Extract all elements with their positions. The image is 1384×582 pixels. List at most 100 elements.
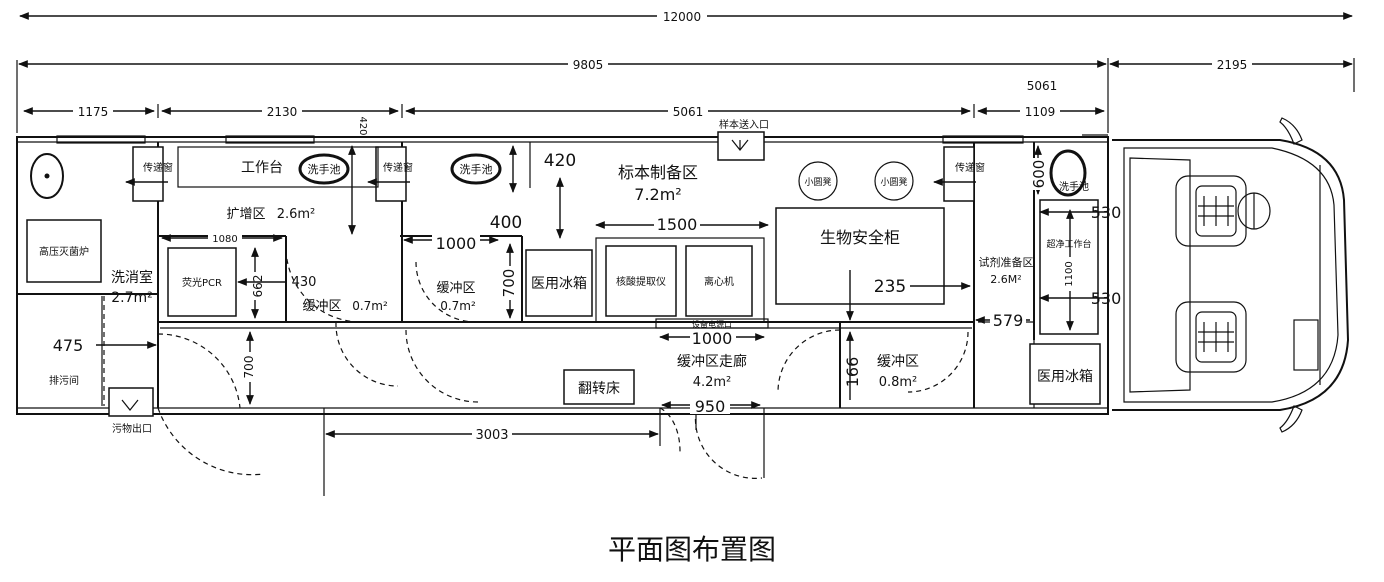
dim-662: 662 xyxy=(251,275,265,298)
room-sample-prep: 标本制备区 xyxy=(618,163,698,182)
room-washroom: 洗消室 xyxy=(111,269,153,286)
waste-outlet-label: 污物出口 xyxy=(112,422,152,435)
equip-outlet: 设备电源口 xyxy=(655,318,769,329)
room-washroom-area: 2.7m² xyxy=(111,290,153,306)
pcr-instrument: 荧光PCR xyxy=(167,247,237,317)
interior-dimensions: 420 420 400 1080 1000 1500 662 430 700 7… xyxy=(53,116,1122,405)
dim-seg2: 2130 xyxy=(267,105,298,119)
centrifuge-label: 离心机 xyxy=(704,275,734,288)
dim-579: 579 xyxy=(993,311,1024,330)
room-buffer-3-area: 0.8m² xyxy=(879,375,918,390)
dim-700b: 700 xyxy=(242,356,256,379)
stool-1: 小圆凳 xyxy=(798,161,838,201)
dim-1000b: 1000 xyxy=(692,329,733,348)
equip-outlet-label: 设备电源口 xyxy=(692,319,732,329)
fridge-1: 医用冰箱 xyxy=(525,249,593,317)
room-corridor: 缓冲区走廊 xyxy=(677,353,747,370)
seat-icon xyxy=(1175,175,1247,247)
toilet-icon xyxy=(30,153,64,199)
flip-bed: 翻转床 xyxy=(563,369,635,405)
sink-3-label: 洗手池 xyxy=(1059,180,1089,193)
clean-bench-label: 超净工作台 xyxy=(1046,238,1091,250)
dim-420-side: 420 xyxy=(357,116,368,135)
room-buffer-2-area: 0.7m² xyxy=(440,299,476,313)
dim-1100: 1100 xyxy=(1064,261,1075,286)
fridge-2: 医用冰箱 xyxy=(1029,343,1101,405)
autoclave-label: 高压灭菌炉 xyxy=(39,245,89,258)
dim-seg1: 1175 xyxy=(78,105,109,119)
sink-1: 洗手池 xyxy=(298,153,350,185)
room-buffer-1: 缓冲区 xyxy=(302,299,341,314)
dim-3003: 3003 xyxy=(475,428,508,443)
sink-1-label: 洗手池 xyxy=(308,162,341,176)
sample-inlet-label: 样本送入口 xyxy=(719,118,769,131)
dim-cab: 2195 xyxy=(1217,58,1248,72)
dim-475: 475 xyxy=(53,336,84,355)
truck-cab xyxy=(1112,117,1350,433)
pass-window-1-label: 传递窗 xyxy=(143,161,173,174)
dim-1500: 1500 xyxy=(657,215,698,234)
dim-seg3-top: 5061 xyxy=(1027,79,1058,93)
dimension-labels-top: 12000 9805 2195 1175 2130 5061 1109 5061 xyxy=(73,8,1252,119)
pass-window-3: 传递窗 xyxy=(933,146,985,202)
room-corridor-area: 4.2m² xyxy=(693,375,732,390)
caption: 平面图布置图 xyxy=(607,533,776,566)
centrifuge: 离心机 xyxy=(685,245,753,317)
sink-2: 洗手池 xyxy=(450,153,502,185)
pass-window-2: 传递窗 xyxy=(367,146,413,202)
extractor-label: 核酸提取仪 xyxy=(616,275,666,288)
room-buffer-1-area: 0.7m² xyxy=(352,299,388,313)
dim-1000a: 1000 xyxy=(436,234,477,253)
room-sample-prep-area: 7.2m² xyxy=(634,185,681,204)
room-reagent: 试剂准备区 xyxy=(979,255,1034,269)
stool-1-label: 小圆凳 xyxy=(804,177,831,188)
seat-icon xyxy=(1175,301,1247,373)
dim-420-top: 420 xyxy=(544,151,576,171)
dim-430: 430 xyxy=(292,275,317,290)
stool-2-label: 小圆凳 xyxy=(880,177,907,188)
workbench-label: 工作台 xyxy=(241,160,283,176)
biosafety-cabinet: 生物安全柜 xyxy=(775,207,945,305)
dimension-lines-bottom: 3003 950 xyxy=(325,397,761,443)
room-drain: 排污间 xyxy=(49,374,79,387)
sink-3: 洗手池 xyxy=(1049,149,1089,197)
room-reagent-area: 2.6M² xyxy=(990,273,1021,286)
pcr-label: 荧光PCR xyxy=(182,276,222,289)
pass-window-3-label: 传递窗 xyxy=(955,161,985,174)
dim-530b: 530 xyxy=(1091,289,1122,308)
extractor: 核酸提取仪 xyxy=(595,237,765,323)
pass-window-2-label: 传递窗 xyxy=(383,161,413,174)
dim-400: 400 xyxy=(490,213,522,233)
door-swings xyxy=(157,249,969,496)
stool-2: 小圆凳 xyxy=(874,161,914,201)
room-buffer-2: 缓冲区 xyxy=(436,281,475,296)
dim-950: 950 xyxy=(695,397,726,416)
biosafety-label: 生物安全柜 xyxy=(820,228,900,247)
dim-body: 9805 xyxy=(573,58,604,72)
fridge-2-label: 医用冰箱 xyxy=(1037,369,1093,385)
dim-1080: 1080 xyxy=(212,234,237,245)
fridge-1-label: 医用冰箱 xyxy=(531,276,587,292)
dim-total: 12000 xyxy=(663,10,701,24)
sink-2-label: 洗手池 xyxy=(460,162,493,176)
flip-bed-label: 翻转床 xyxy=(578,381,620,397)
dim-235: 235 xyxy=(874,277,906,297)
room-labels: 标本制备区 7.2m² 扩增区 2.6m² 洗消室 2.7m² 缓冲区 0.7m… xyxy=(49,163,1034,390)
dim-seg3: 5061 xyxy=(673,105,704,119)
steering-wheel-icon xyxy=(1237,192,1271,230)
dim-700a: 700 xyxy=(500,269,518,298)
room-expansion: 扩增区 xyxy=(226,207,265,222)
workbench: 工作台 xyxy=(177,146,379,188)
dim-530a: 530 xyxy=(1091,203,1122,222)
pass-window-1: 传递窗 xyxy=(125,146,173,202)
room-expansion-area: 2.6m² xyxy=(277,207,316,222)
dim-seg4: 1109 xyxy=(1025,105,1056,119)
outer-walls xyxy=(16,134,1109,415)
dim-600: 600 xyxy=(1030,160,1048,189)
room-buffer-3: 缓冲区 xyxy=(877,354,919,370)
autoclave: 高压灭菌炉 xyxy=(26,219,102,283)
waste-outlet: 污物出口 xyxy=(108,387,154,435)
dim-166: 166 xyxy=(843,357,862,388)
sample-inlet: 样本送入口 xyxy=(717,118,769,161)
